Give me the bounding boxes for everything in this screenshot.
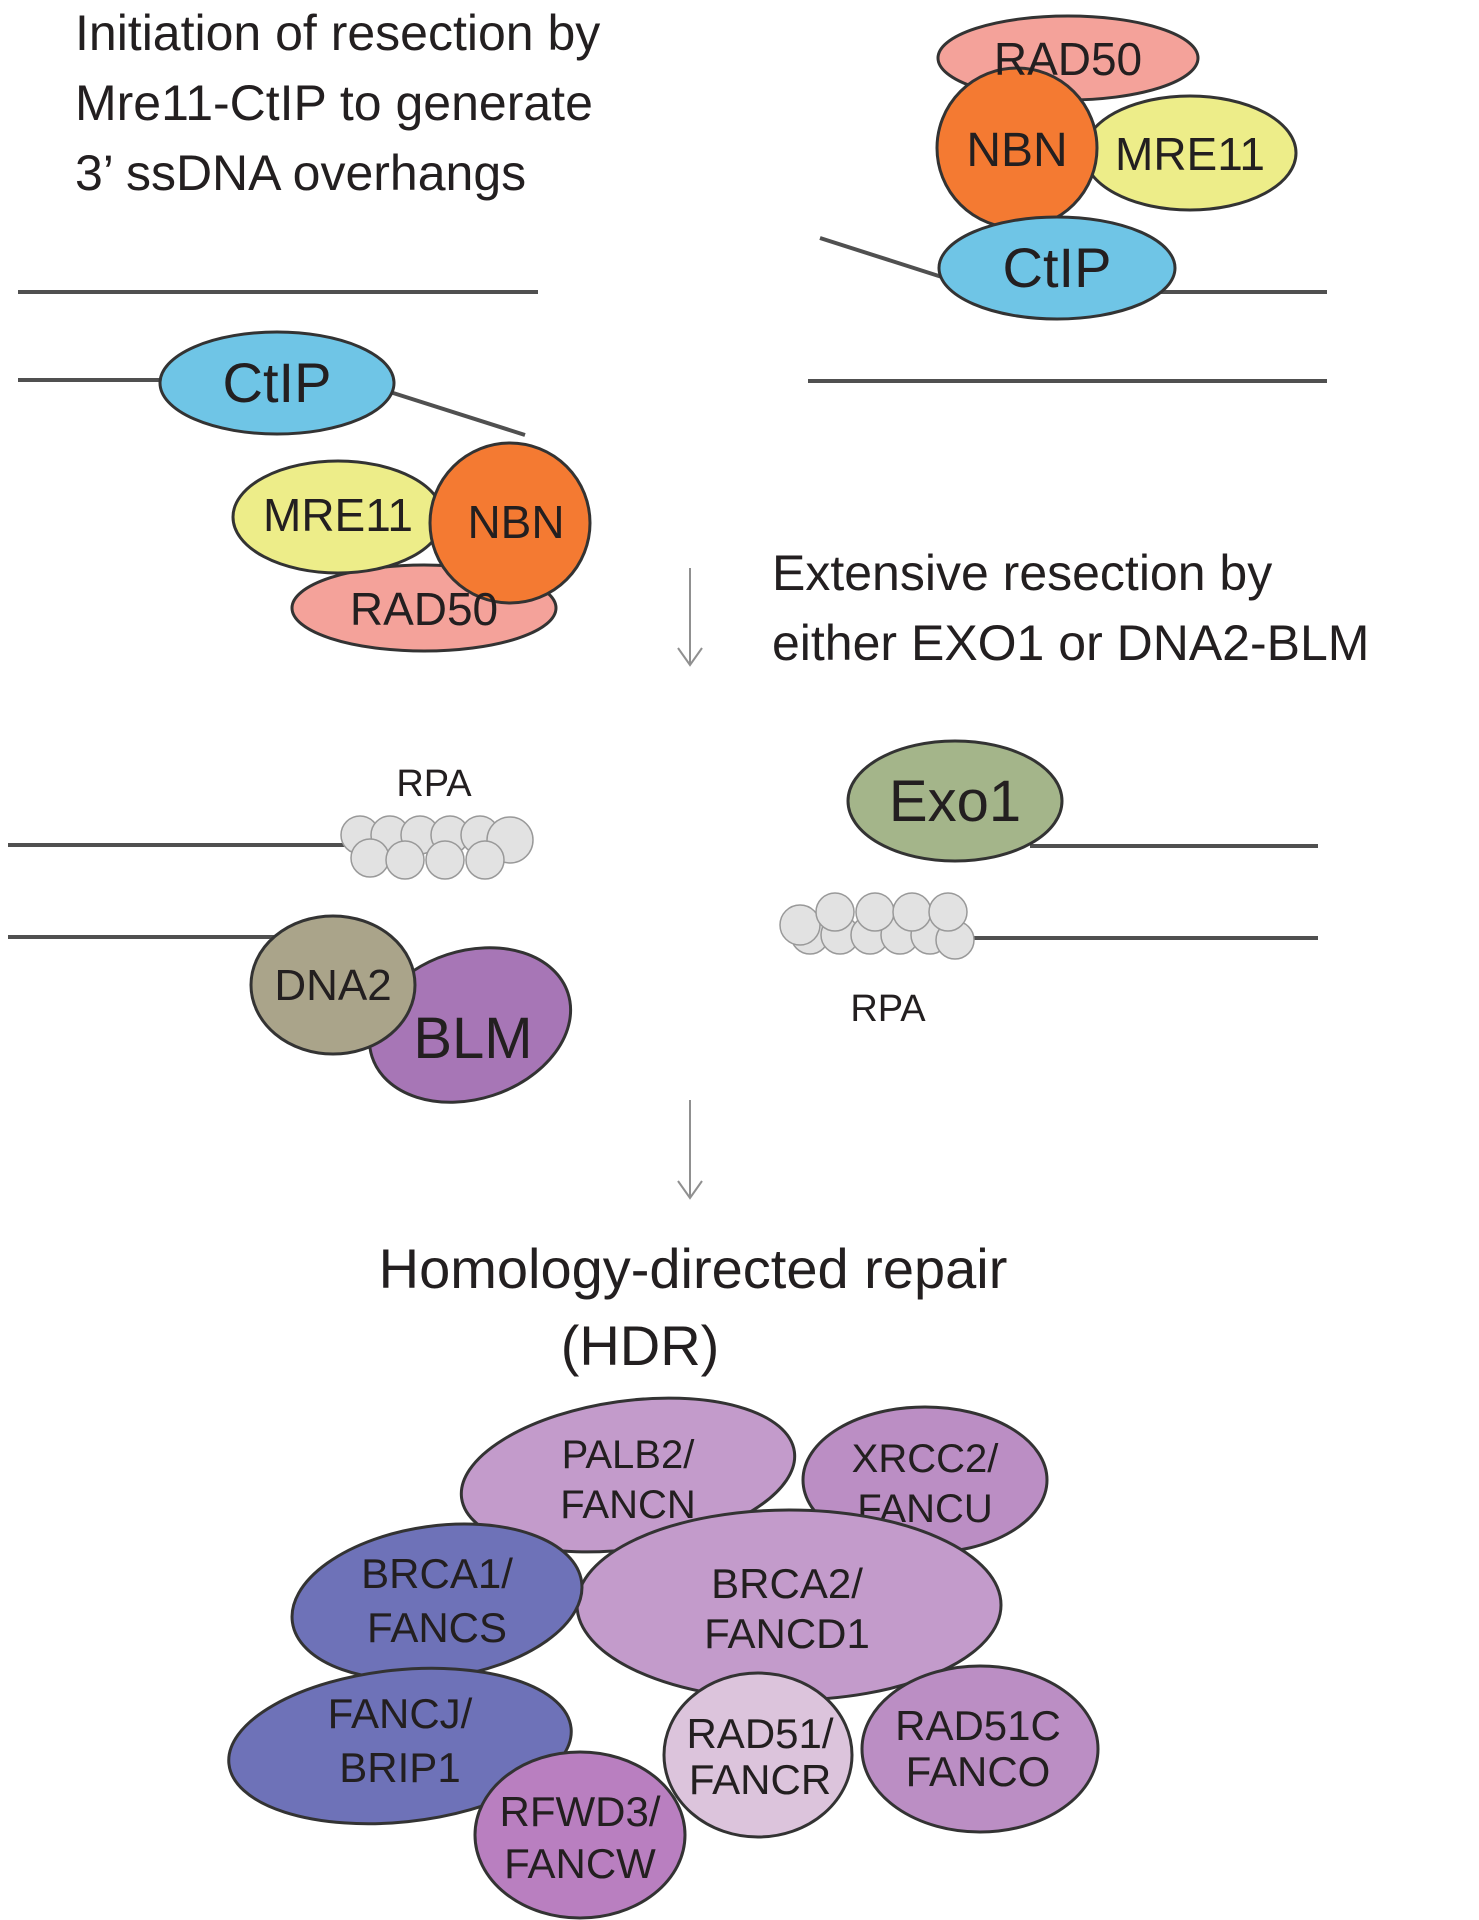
dna2-protein	[249, 914, 417, 1056]
exo1-label: Exo1	[889, 769, 1021, 834]
rpa-label: RPA	[396, 763, 472, 805]
step3-heading-line-1: Homology-directed repair	[379, 1237, 1008, 1300]
rad50-label: RAD50	[350, 583, 498, 635]
down-arrow-head	[677, 1180, 703, 1200]
rpa-bead	[892, 892, 932, 932]
step1-heading-line-2: Mre11-CtIP to generate	[75, 75, 593, 131]
rpa-filament-right	[779, 892, 975, 960]
fancj-brip1-label-line-1: FANCJ/	[328, 1690, 473, 1737]
rpa-bead	[779, 904, 821, 946]
step2-heading-line-2: either EXO1 or DNA2-BLM	[772, 615, 1369, 671]
ssdna-overhang	[819, 236, 946, 280]
rfwd3-fancw-label-line-1: RFWD3/	[500, 1788, 661, 1835]
brca2-fancd1-label-line-1: BRCA2/	[711, 1560, 863, 1607]
brca2-fancd1-label-line-2: FANCD1	[704, 1610, 870, 1657]
rfwd3-fancw-shape	[473, 1750, 687, 1920]
ctip-label: CtIP	[1003, 236, 1112, 299]
step1-left-complex	[158, 330, 592, 653]
step1-left-dna	[18, 290, 538, 437]
blm-label: BLM	[413, 1006, 532, 1071]
step2-right-dna	[970, 844, 1318, 940]
mre11-label: MRE11	[1115, 128, 1265, 180]
rad51-fancr-shape	[662, 1671, 854, 1839]
rad51c-fanco-shape	[860, 1664, 1100, 1834]
step2-heading: Extensive resection by either EXO1 or DN…	[772, 545, 1369, 671]
rpa-filament-left	[340, 815, 534, 880]
rad51-fancr-protein: RAD51/ FANCR	[662, 1671, 854, 1839]
step2-heading-line-1: Extensive resection by	[772, 545, 1272, 601]
nbn-label: NBN	[467, 496, 564, 548]
brca1-fancs-label-line-1: BRCA1/	[361, 1550, 513, 1597]
brca2-fancd1-protein: BRCA2/ FANCD1	[575, 1508, 1003, 1702]
ctip-label: CtIP	[223, 351, 332, 414]
arrow-step1-to-step2	[677, 568, 703, 667]
step1-right-complex	[935, 14, 1298, 321]
rad51c-fanco-label-line-1: RAD51C	[895, 1702, 1061, 1749]
nbn-label: NBN	[966, 124, 1067, 177]
ctip-protein	[158, 330, 396, 436]
fancj-brip1-label-line-2: BRIP1	[339, 1744, 460, 1791]
rpa-bead	[855, 892, 895, 932]
ctip-protein	[937, 215, 1177, 321]
hdr-protein-cluster: PALB2/ FANCN XRCC2/ FANCU BRCA2/ FANCD1 …	[227, 1396, 1100, 1920]
palb2-fancn-protein: PALB2/ FANCN	[459, 1396, 797, 1554]
rpa-bead	[350, 838, 390, 878]
rad50-label: RAD50	[994, 33, 1142, 85]
rpa-bead	[465, 840, 505, 880]
palb2-fancn-label-line-1: PALB2/	[562, 1433, 696, 1477]
dna2-label: DNA2	[274, 961, 391, 1010]
step1-heading-line-3: 3’ ssDNA overhangs	[75, 145, 526, 201]
blm-protein	[367, 946, 573, 1104]
step2-left-complex	[249, 914, 573, 1104]
rfwd3-fancw-label-line-2: FANCW	[504, 1840, 656, 1887]
ssdna-overhang	[389, 390, 526, 437]
fancj-brip1-shape	[227, 1666, 573, 1826]
down-arrow-head	[677, 647, 703, 667]
step2-left-dna	[8, 843, 348, 939]
step1-heading: Initiation of resection by Mre11-CtIP to…	[75, 5, 600, 201]
exo1-protein	[846, 739, 1064, 863]
rpa-bead	[815, 892, 855, 932]
step1-right-dna	[808, 236, 1327, 383]
mre11-label: MRE11	[263, 489, 413, 541]
arrow-step2-to-step3	[677, 1100, 703, 1200]
brca1-fancs-protein: BRCA1/ FANCS	[290, 1522, 584, 1682]
rad51-fancr-label-line-2: FANCR	[689, 1756, 831, 1803]
rad51-fancr-label-line-1: RAD51/	[686, 1710, 833, 1757]
rfwd3-fancw-protein: RFWD3/ FANCW	[473, 1750, 687, 1920]
rad51c-fanco-label-line-2: FANCO	[906, 1748, 1051, 1795]
step3-heading: Homology-directed repair (HDR)	[379, 1237, 1008, 1377]
nbn-protein	[428, 441, 592, 605]
rad51c-fanco-protein: RAD51C FANCO	[860, 1664, 1100, 1834]
step1-right-labels: RAD50 NBN MRE11 CtIP	[966, 33, 1265, 299]
palb2-fancn-label-line-2: FANCN	[560, 1483, 696, 1527]
rpa-bead	[385, 840, 425, 880]
xrcc2-fancu-label-line-1: XRCC2/	[852, 1437, 1000, 1481]
step1-left-labels: CtIP MRE11 NBN RAD50	[223, 351, 565, 635]
step1-heading-line-1: Initiation of resection by	[75, 5, 600, 61]
rpa-label: RPA	[850, 988, 926, 1030]
rpa-bead	[928, 892, 968, 932]
brca1-fancs-label-line-2: FANCS	[367, 1604, 507, 1651]
step3-heading-line-2: (HDR)	[561, 1314, 720, 1377]
rpa-bead	[425, 840, 465, 880]
fancj-brip1-protein: FANCJ/ BRIP1	[227, 1666, 573, 1826]
